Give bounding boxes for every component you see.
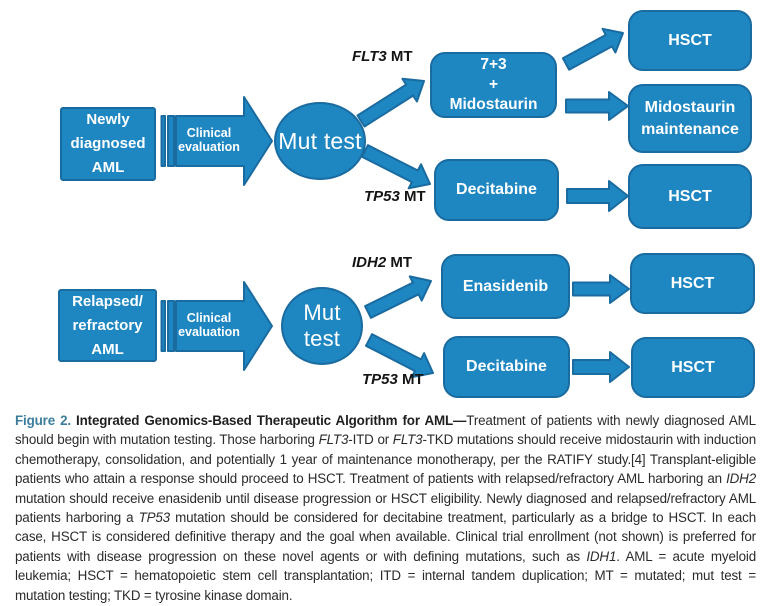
gene-name: FLT3	[352, 48, 387, 65]
hsct-box-1: HSCT	[628, 10, 752, 71]
hsct-box-2: HSCT	[628, 164, 752, 229]
arrow-enasidenib-to-hsct-icon	[572, 274, 630, 304]
hsct-box-4: HSCT	[631, 337, 755, 398]
arrow-muttest-to-idh2-icon	[364, 275, 432, 319]
hub-label: Mut test	[303, 300, 341, 351]
arrow-body-icon	[175, 96, 273, 186]
enasidenib-box: Enasidenib	[441, 254, 570, 319]
hsct-box-3: HSCT	[630, 253, 755, 314]
arrow-body-icon	[175, 281, 273, 371]
connector-line: evaluation	[178, 325, 240, 339]
caption-segment: -ITD or	[348, 432, 393, 448]
tp53-mt-label-bottom: TP53 MT	[362, 371, 424, 388]
caption-segment: mutation should receive enasidenib until…	[15, 490, 756, 526]
connector-line: Clinical	[186, 126, 232, 140]
arrow-decitabine2-to-hsct-icon	[572, 351, 630, 383]
box-line: 7+3	[480, 56, 507, 73]
flt3-mt-label: FLT3 MT	[352, 48, 413, 65]
box-line: +	[488, 76, 499, 93]
arrow-stripe-icon	[160, 115, 166, 167]
arrow-muttest-to-tp53-bottom-icon	[365, 333, 434, 379]
connector-line: evaluation	[178, 140, 240, 154]
clinical-evaluation-arrow-bottom	[160, 281, 273, 371]
hub-label: Mut test	[278, 127, 362, 154]
mt-suffix: MT	[397, 371, 424, 388]
box-line: AML	[91, 340, 124, 358]
newly-diagnosed-aml-box: Newly diagnosed AML	[60, 107, 156, 181]
clinical-evaluation-label-bottom: Clinical evaluation	[176, 311, 242, 339]
box-line: Enasidenib	[462, 277, 549, 295]
arrow-muttest-to-tp53-icon	[361, 144, 431, 190]
arrow-stripe-icon	[160, 300, 166, 352]
caption-segment: . AML = acute myeloid leukemia; HSCT = h…	[15, 548, 757, 603]
arrow-to-maintenance-icon	[565, 91, 629, 121]
caption-gene-idh1: IDH1	[586, 548, 617, 564]
box-line: HSCT	[671, 358, 715, 376]
arrow-stripe-icon	[167, 300, 175, 352]
clinical-evaluation-arrow-top	[160, 96, 273, 186]
mt-suffix: MT	[399, 188, 426, 205]
caption-segment: Treatment of patients with newly diagnos…	[15, 413, 756, 448]
arrow-midostaurin-to-hsct-icon	[561, 27, 624, 71]
box-line: HSCT	[668, 187, 712, 205]
arrow-stripe-icon	[167, 115, 175, 167]
mt-suffix: MT	[386, 254, 413, 271]
box-line: Newly	[86, 111, 130, 128]
mut-test-hub-top: Mut test	[274, 102, 366, 180]
box-line: HSCT	[670, 274, 715, 292]
tp53-mt-label-top: TP53 MT	[364, 188, 426, 205]
caption-gene-flt3: FLT3	[392, 432, 423, 448]
decitabine-box-top: Decitabine	[434, 159, 559, 221]
box-line: Midostaurin	[449, 96, 538, 113]
gene-name: IDH2	[352, 254, 387, 271]
connector-line: Clinical	[186, 311, 232, 325]
box-line: refractory	[72, 316, 143, 334]
box-line: Decitabine	[456, 181, 537, 198]
decitabine-box-bottom: Decitabine	[443, 336, 570, 398]
caption-gene-tp53: TP53	[138, 510, 171, 526]
gene-name: TP53	[362, 371, 398, 388]
figure-caption: Figure 2. Integrated Genomics-Based Ther…	[15, 411, 756, 605]
caption-segment: mutation should be considered for decita…	[15, 510, 756, 564]
caption-gene-idh2: IDH2	[726, 471, 756, 487]
box-line: HSCT	[668, 31, 712, 49]
box-line: diagnosed	[70, 135, 146, 152]
box-line: maintenance	[641, 120, 739, 138]
mut-test-hub-bottom: Mut test	[281, 287, 363, 365]
arrow-layer	[160, 27, 630, 383]
mt-suffix: MT	[386, 48, 413, 65]
midostaurin-maintenance-box: Midostaurin maintenance	[628, 84, 752, 153]
box-line: Decitabine	[466, 358, 547, 375]
clinical-evaluation-label-top: Clinical evaluation	[176, 126, 242, 154]
idh2-mt-label: IDH2 MT	[352, 254, 412, 271]
relapsed-refractory-aml-box: Relapsed/ refractory AML	[58, 289, 157, 362]
caption-gene-flt3: FLT3	[318, 432, 349, 448]
gene-name: TP53	[364, 188, 400, 205]
box-line: AML	[91, 159, 125, 176]
arrow-decitabine-to-hsct-icon	[566, 180, 629, 212]
box-line: Relapsed/	[72, 292, 143, 310]
arrow-muttest-to-flt3-icon	[356, 77, 425, 128]
caption-title: Integrated Genomics-Based Therapeutic Al…	[70, 413, 467, 428]
midostaurin-induction-box: 7+3 + Midostaurin	[430, 52, 557, 118]
caption-figure-label: Figure 2.	[15, 413, 71, 428]
caption-segment: -TKD mutations should receive midostauri…	[15, 432, 756, 487]
box-line: Midostaurin	[644, 98, 736, 116]
